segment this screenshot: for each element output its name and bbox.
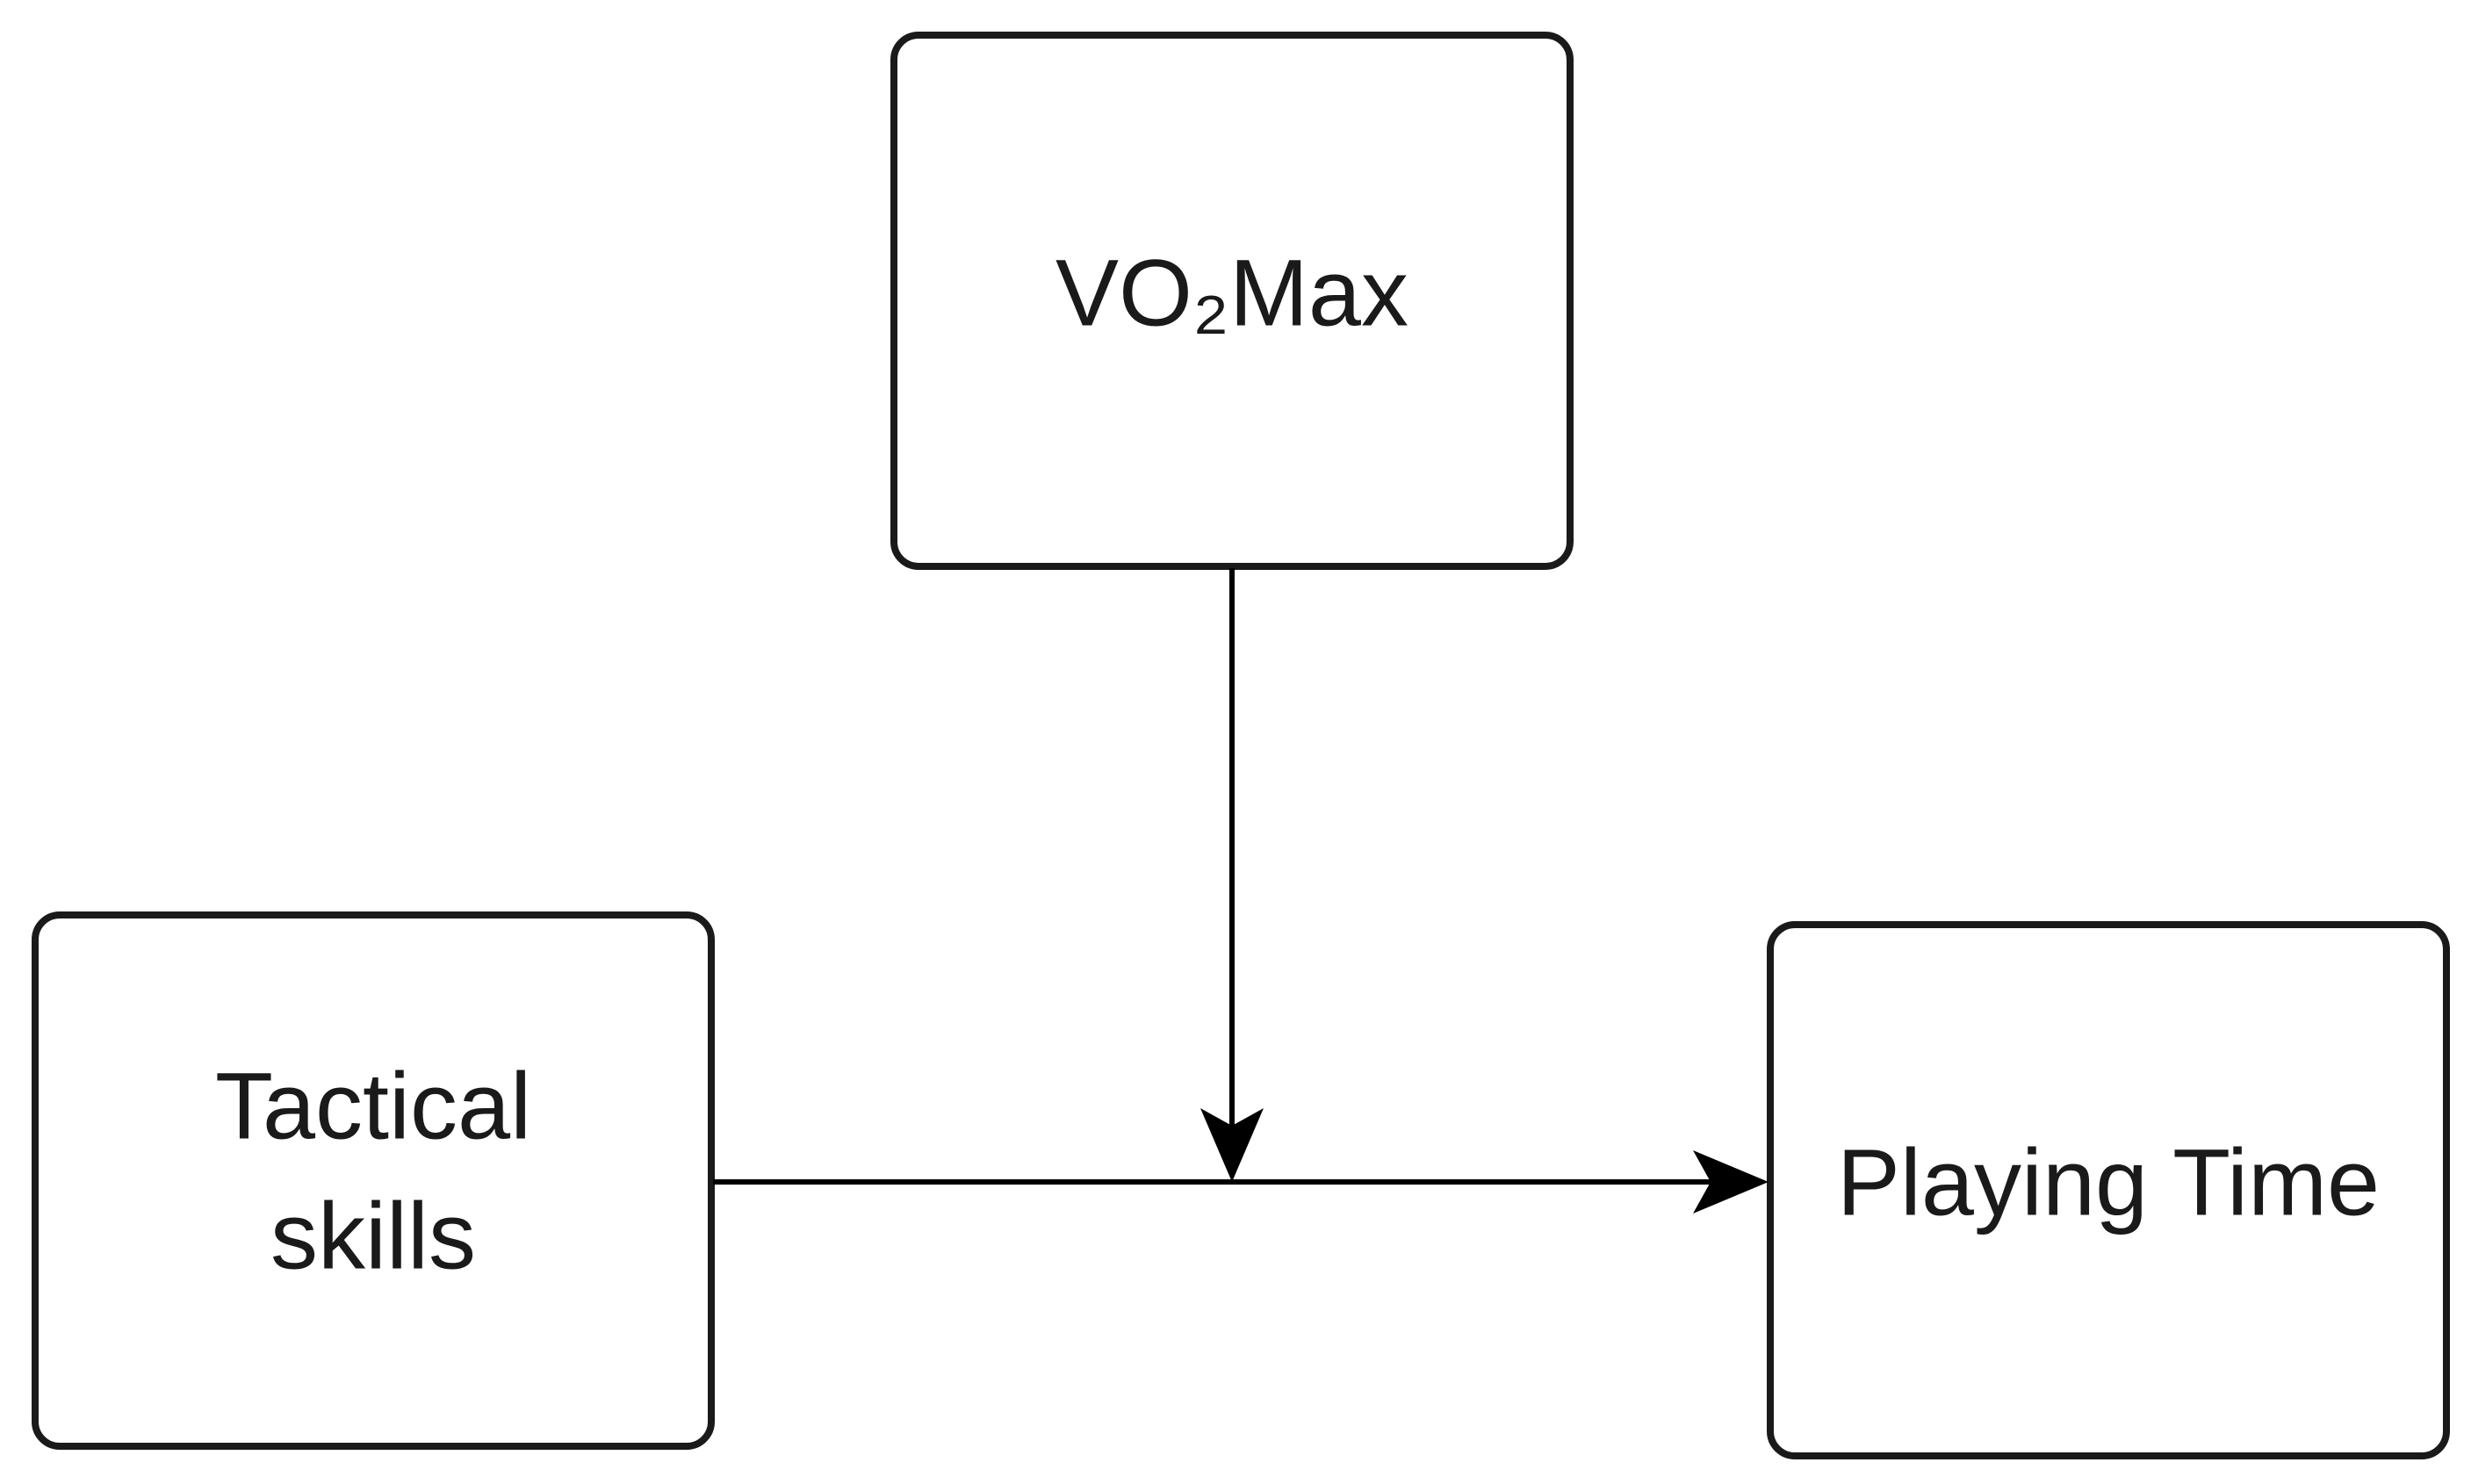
moderator-label: VO₂Max [1055,240,1408,346]
predictor-label-line1: Tactical [215,1053,531,1159]
predictor-label-line2: skills [270,1183,476,1289]
predictor-box: Tactical skills [32,911,715,1450]
outcome-label: Playing Time [1837,1129,2380,1235]
moderator-box: VO₂Max [890,32,1574,570]
outcome-box: Playing Time [1767,921,2450,1459]
moderation-arrowhead-icon [1200,1108,1264,1182]
outcome-arrowhead-icon [1693,1150,1769,1214]
